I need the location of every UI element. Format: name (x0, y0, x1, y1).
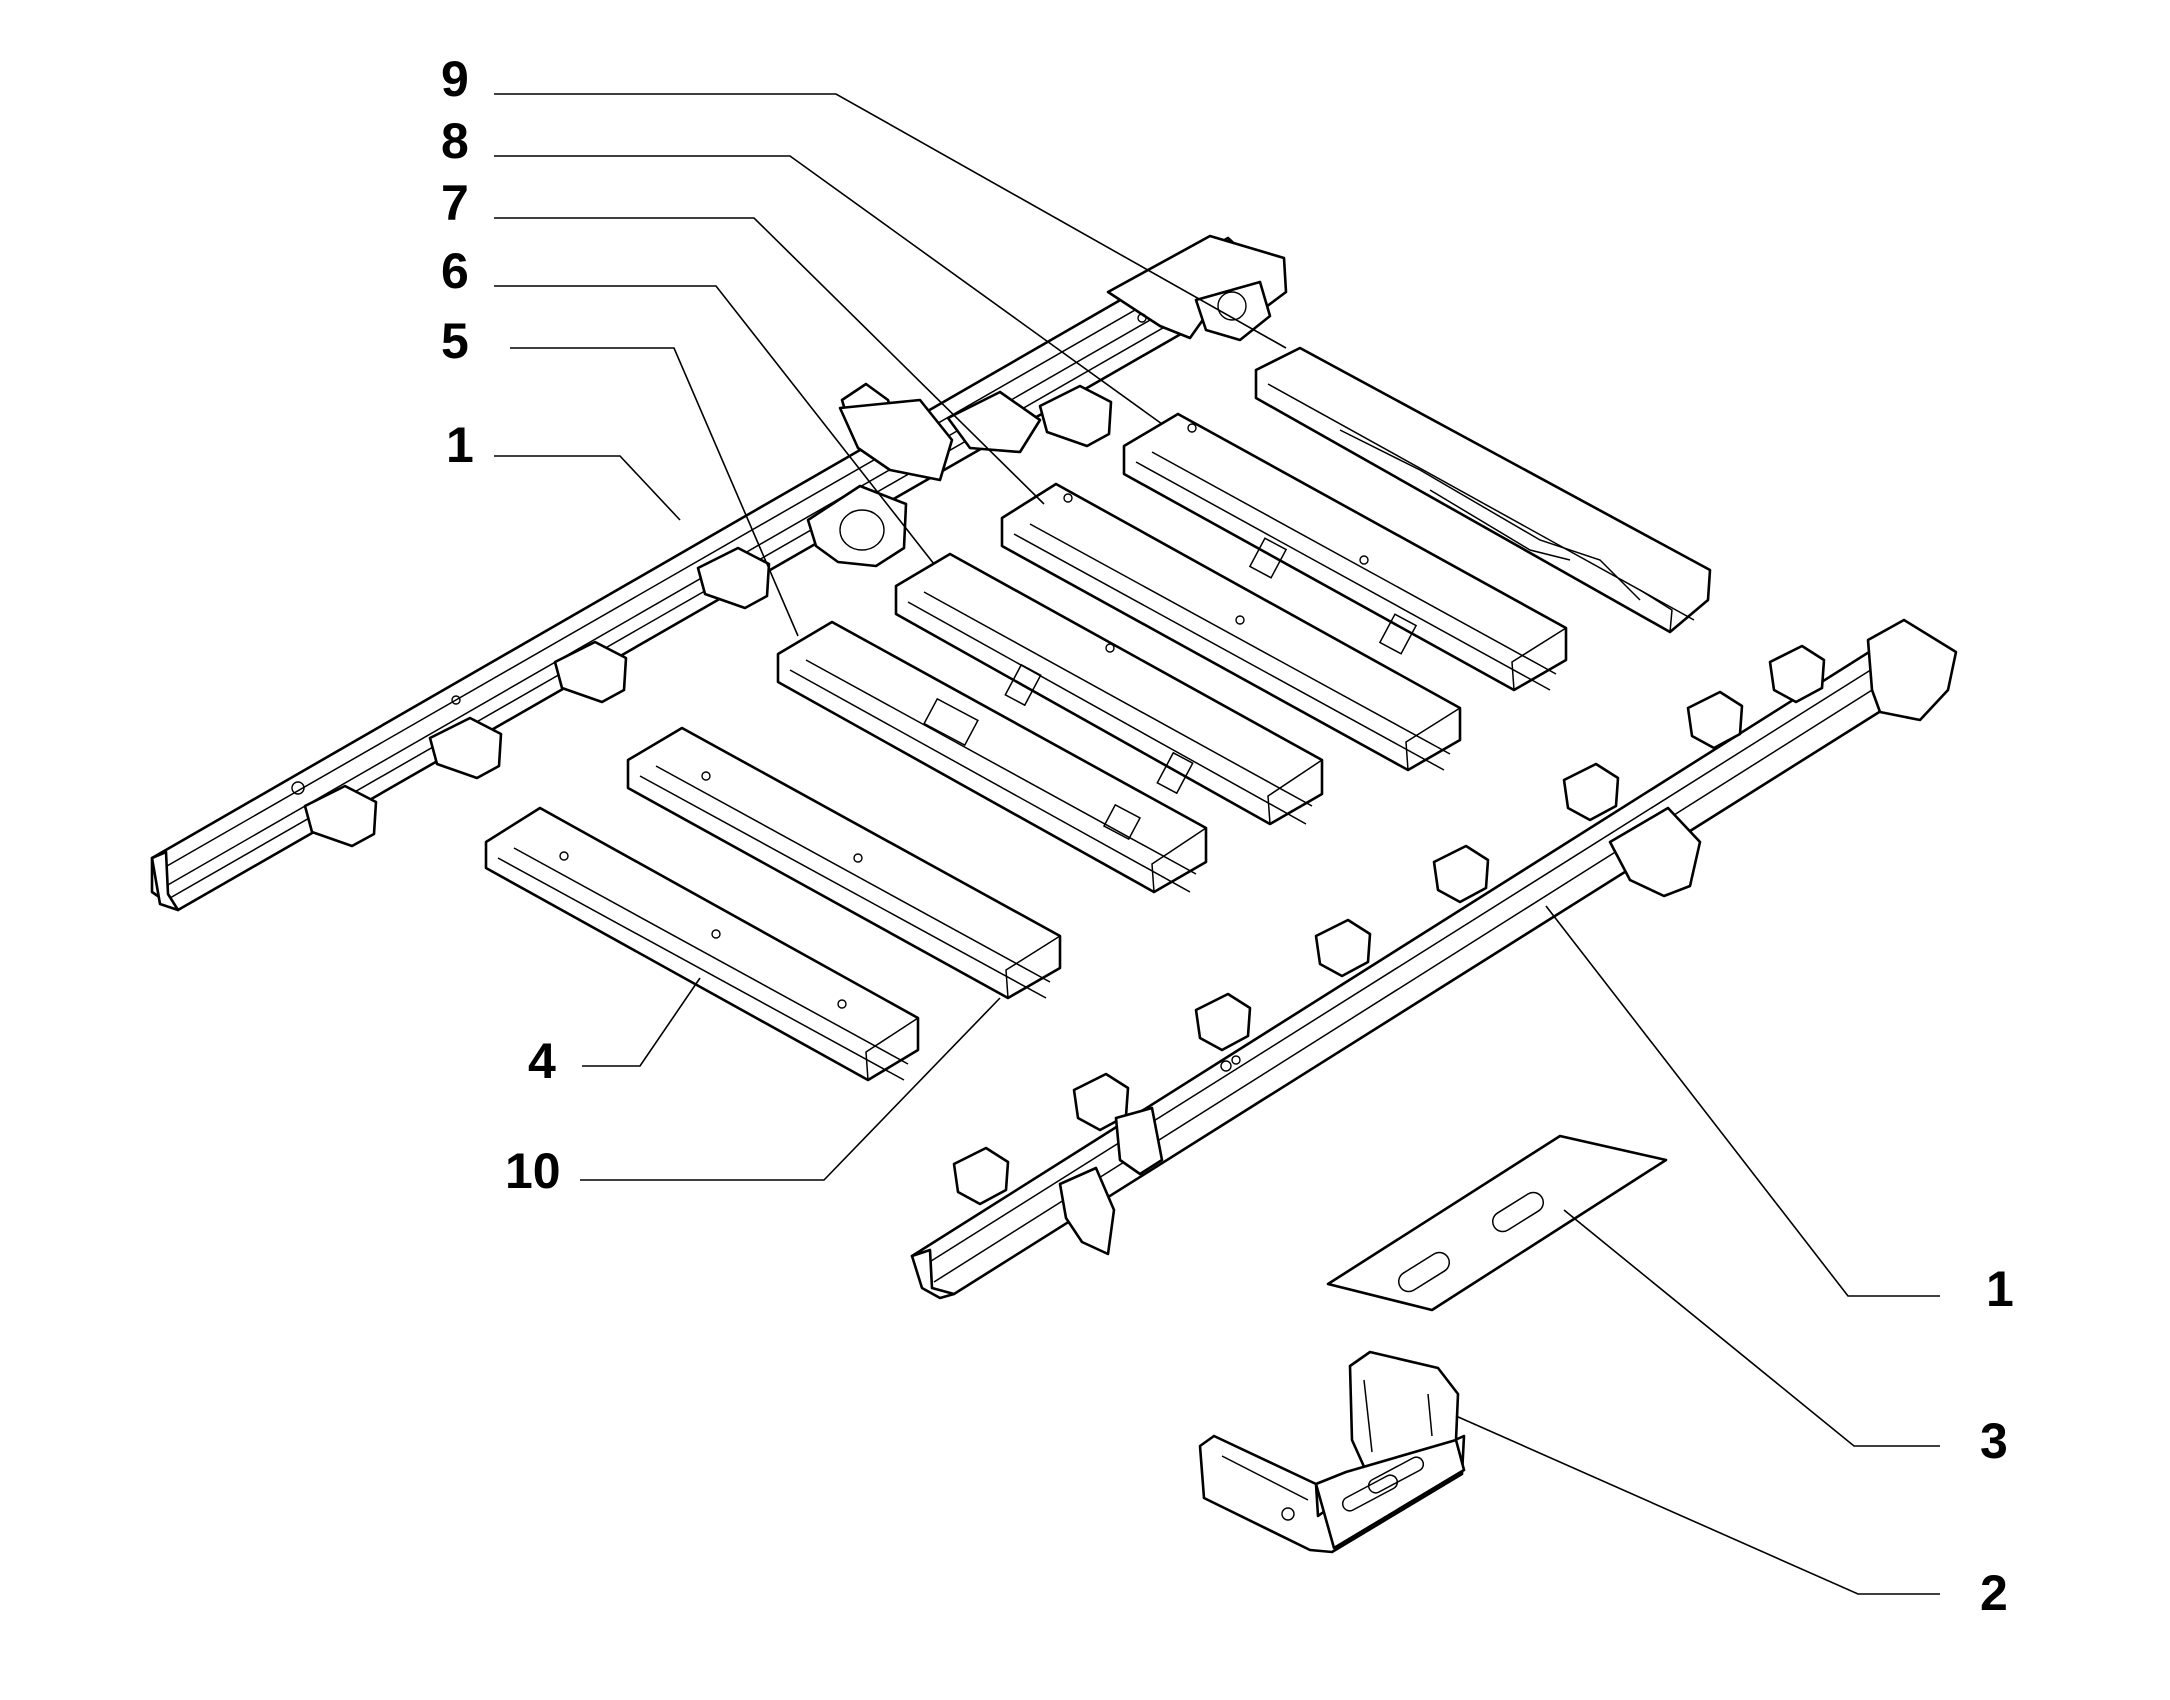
callout-9: 9 (441, 51, 469, 107)
callout-labels: 9 8 7 6 5 1 4 10 1 3 2 (441, 51, 2014, 1621)
callout-4: 4 (528, 1033, 556, 1089)
callout-1-right: 1 (1986, 1261, 2014, 1317)
cross-member-7 (1000, 482, 1462, 772)
callout-3: 3 (1980, 1413, 2008, 1469)
callout-10: 10 (505, 1143, 561, 1199)
callout-6: 6 (441, 243, 469, 299)
callout-2: 2 (1980, 1565, 2008, 1621)
right-side-member (910, 618, 1958, 1300)
tray-bracket-2 (1198, 1350, 1466, 1554)
left-side-member (150, 234, 1288, 912)
cross-member-10 (626, 726, 1062, 1000)
callout-8: 8 (441, 113, 469, 169)
leader-lines (494, 93, 1940, 1595)
cross-member-8 (1122, 412, 1568, 692)
cross-member-4 (484, 806, 920, 1082)
suspension-mount (806, 390, 1042, 568)
cross-member-6 (894, 552, 1324, 826)
cross-member-9 (1254, 346, 1712, 634)
callout-1-left: 1 (446, 417, 474, 473)
callout-5: 5 (441, 313, 469, 369)
callout-7: 7 (441, 175, 469, 231)
right-member-brackets (952, 644, 1826, 1256)
cross-member-5 (776, 620, 1208, 894)
plate-3 (1326, 1134, 1668, 1312)
